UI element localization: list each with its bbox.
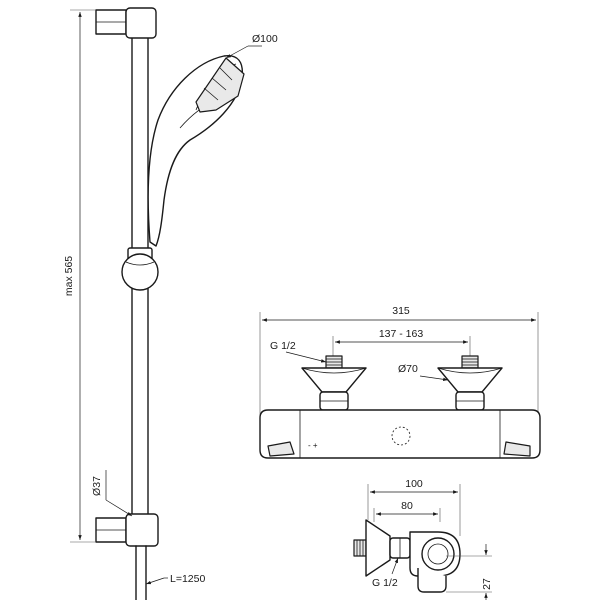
inlet-thread-callout: G 1/2 <box>270 340 327 363</box>
side-inlet <box>353 519 411 577</box>
side-body <box>409 531 461 593</box>
escutcheon-callout: Ø70 <box>398 363 449 382</box>
left-inlet <box>301 355 367 411</box>
handset-diameter-label: Ø100 <box>252 33 278 45</box>
outlet-offset-label: 27 <box>481 578 493 590</box>
right-inlet <box>437 355 503 411</box>
mixer-front-view: 315 137 - 163 <box>259 305 541 459</box>
outlet-offset-dimension: 27 <box>446 544 493 600</box>
top-wall-bracket <box>95 7 157 39</box>
handset-diameter-dimension: Ø100 <box>225 33 278 59</box>
rail-diameter-label: Ø37 <box>91 476 103 496</box>
hand-shower <box>147 55 245 247</box>
shower-hose <box>135 545 147 600</box>
inlet-thread-side-label: G 1/2 <box>372 577 398 589</box>
rail-diameter-dimension: Ø37 <box>91 470 133 517</box>
side-depth-body-label: 80 <box>401 500 413 512</box>
mixer-body: - + <box>259 409 541 459</box>
spray-face <box>195 57 245 113</box>
rail-height-label: max 565 <box>63 256 75 296</box>
side-depth-body-dimension: 80 <box>373 500 441 522</box>
side-thread-callout: G 1/2 <box>372 557 399 589</box>
hose-length-label: L=1250 <box>170 573 205 585</box>
mixer-width-dimension: 315 <box>259 305 539 424</box>
hose-length-dimension: L=1250 <box>145 573 205 585</box>
bottom-wall-bracket <box>95 513 159 547</box>
inlet-thread-top-label: G 1/2 <box>270 340 296 352</box>
shower-rail-kit: max 565 Ø100 Ø37 L=1250 <box>63 7 278 600</box>
mixer-width-label: 315 <box>392 305 410 317</box>
mixer-side-view: 100 80 <box>353 478 493 600</box>
escutcheon-diameter-label: Ø70 <box>398 363 418 375</box>
rail-height-dimension: max 565 <box>63 9 96 543</box>
inlet-centres-dimension: 137 - 163 <box>332 328 471 356</box>
slider-knob <box>121 247 159 291</box>
side-depth-overall-label: 100 <box>405 478 423 490</box>
inlet-centres-label: 137 - 163 <box>379 328 424 340</box>
control-marks: - + <box>308 441 318 450</box>
side-depth-overall-dimension: 100 <box>367 478 461 536</box>
